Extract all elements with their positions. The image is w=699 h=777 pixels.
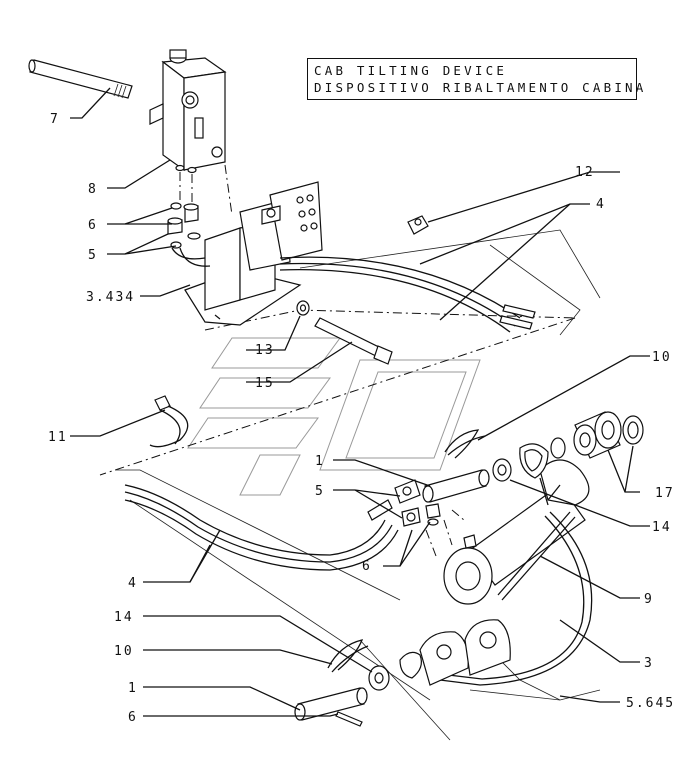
callout-10-upper: 10 — [652, 350, 672, 365]
lower-mount-bracket — [399, 619, 511, 686]
callout-5-645: 5.645 — [626, 696, 675, 711]
callout-12: 12 — [575, 165, 595, 180]
callout-5-upper: 5 — [88, 248, 98, 263]
watermark-logo — [187, 337, 481, 496]
callout-3-434: 3.434 — [86, 290, 135, 305]
bolt-15 — [314, 317, 393, 365]
washer-13 — [296, 300, 310, 316]
lever-pipe-7 — [28, 59, 133, 99]
callout-4-lower: 4 — [128, 576, 138, 591]
title-italian: DISPOSITIVO RIBALTAMENTO CABINA — [314, 80, 647, 95]
hose-clip-12 — [407, 215, 429, 235]
assembly-guide-lines — [179, 164, 233, 216]
callout-9: 9 — [644, 592, 654, 607]
callout-6-lower: 6 — [128, 710, 138, 725]
callout-15: 15 — [255, 376, 275, 391]
hydraulic-cylinder-9 — [443, 459, 590, 605]
callout-13: 13 — [255, 343, 275, 358]
cab-floor-outline — [99, 229, 601, 741]
split-pin-10-upper — [444, 429, 486, 459]
fittings-upper-5-6 — [167, 202, 201, 249]
strap-11 — [149, 395, 189, 448]
callout-14-upper: 14 — [652, 520, 672, 535]
pin-1-upper — [422, 469, 490, 503]
callout-5-middle: 5 — [315, 484, 325, 499]
hydraulic-hoses-upper-4 — [279, 256, 536, 333]
leader-lines — [70, 87, 650, 717]
callout-6-middle: 6 — [362, 559, 372, 574]
washer-14-upper — [492, 458, 512, 482]
cotter-pin-6 — [335, 711, 363, 727]
title-english: CAB TILTING DEVICE — [314, 63, 508, 78]
hydraulic-hoses-lower-4 — [124, 484, 399, 571]
diagram-title-box: CAB TILTING DEVICE DISPOSITIVO RIBALTAME… — [307, 58, 647, 100]
fittings-middle-5-6 — [394, 479, 465, 557]
washer-14-lower — [368, 665, 390, 691]
split-pin-10-lower — [327, 639, 369, 673]
callout-1-upper: 1 — [315, 454, 325, 469]
callout-labels: 7 8 6 5 3.434 12 4 13 15 10 11 1 5 17 14… — [48, 112, 675, 725]
safety-cable-3 — [439, 443, 593, 686]
callout-14-lower: 14 — [114, 610, 134, 625]
callout-3: 3 — [644, 656, 654, 671]
bushings-17 — [550, 411, 644, 459]
callout-11: 11 — [48, 430, 68, 445]
callout-1-lower: 1 — [128, 681, 138, 696]
pump-valve-block-8 — [149, 49, 227, 174]
callout-8: 8 — [88, 182, 98, 197]
callout-6-upper: 6 — [88, 218, 98, 233]
callout-10-lower: 10 — [114, 644, 134, 659]
callout-4-upper: 4 — [596, 197, 606, 212]
callout-17: 17 — [655, 486, 675, 501]
mounting-bracket-3-434 — [171, 181, 323, 326]
callout-7: 7 — [50, 112, 60, 127]
